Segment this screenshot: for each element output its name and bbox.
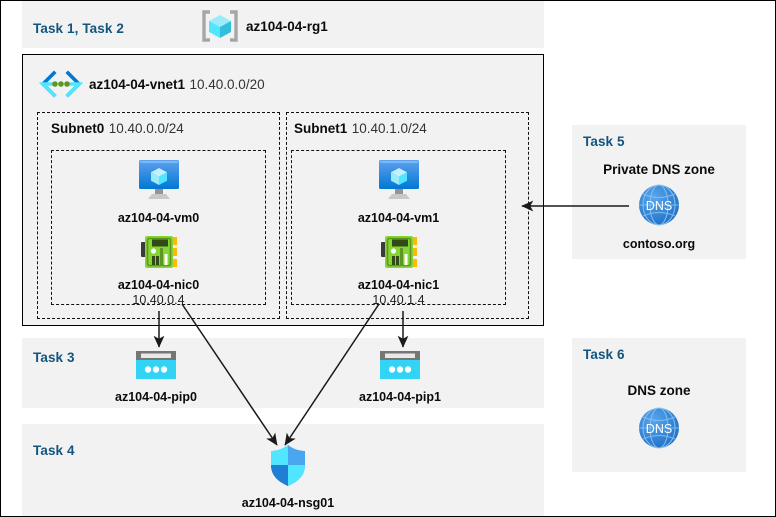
- vnet-cidr: 10.40.0.0/20: [189, 77, 265, 92]
- vnet-container: [22, 54, 544, 326]
- resource-group-name: az104-04-rg1: [246, 19, 328, 34]
- nic-0-label: az104-04-nic0: [117, 278, 200, 292]
- resource-group-band: [22, 1, 544, 48]
- pip-1-label: az104-04-pip1: [359, 390, 441, 404]
- vnet-title: az104-04-vnet1 10.40.0.0/20: [89, 76, 265, 94]
- resource-group-cube-icon: [201, 10, 239, 42]
- nic-0-ip: 10.40.0.4: [132, 293, 185, 307]
- subnet-0-inner-box: [51, 150, 266, 305]
- virtual-machine-icon: [136, 156, 182, 207]
- subnet-1-cidr: 10.40.1.0/24: [351, 121, 427, 136]
- subnet-0-title: Subnet0 10.40.0.0/24: [51, 120, 184, 138]
- resource-group-task-label: Task 1, Task 2: [33, 21, 124, 36]
- pip-1-node: az104-04-pip1: [335, 349, 465, 404]
- pip-0-label: az104-04-pip0: [115, 390, 197, 404]
- subnet-0-name: Subnet0: [51, 121, 105, 136]
- subnet-1-title: Subnet1 10.40.1.0/24: [294, 120, 427, 138]
- vm-1-label: az104-04-vm1: [357, 211, 440, 225]
- dns-globe-icon: DNS: [636, 405, 682, 456]
- subnet-1-inner-box: [291, 150, 506, 305]
- dns-globe-icon: DNS: [636, 182, 682, 233]
- nic-1-label: az104-04-nic1: [357, 278, 440, 292]
- subnet-1-name: Subnet1: [294, 121, 348, 136]
- vm-0-label: az104-04-vm0: [117, 211, 200, 225]
- task-4-label: Task 4: [33, 443, 75, 458]
- vm-1-node: az104-04-vm1: [291, 156, 506, 225]
- network-interface-icon: [379, 234, 419, 275]
- task-6-panel: [572, 338, 746, 472]
- task-6-title: DNS zone: [627, 383, 691, 398]
- public-ip-address-icon: [134, 349, 178, 386]
- dns-icon-text: DNS: [646, 199, 672, 213]
- nsg-node: az104-04-nsg01: [223, 442, 353, 510]
- vnet-brackets-icon: [38, 70, 84, 98]
- network-interface-icon: [139, 234, 179, 275]
- network-security-group-shield-icon: [266, 442, 310, 493]
- nic-0-node: az104-04-nic0 10.40.0.4: [51, 234, 266, 307]
- task-5-label: Task 5: [583, 134, 625, 149]
- task-6-label: Task 6: [583, 347, 625, 362]
- dns-icon-text: DNS: [646, 422, 672, 436]
- private-dns-zone-node: DNS contoso.org: [572, 182, 746, 251]
- dns-zone-node: DNS: [572, 405, 746, 456]
- task-3-label: Task 3: [33, 350, 75, 365]
- task-3-band: [22, 338, 544, 408]
- subnet-0-cidr: 10.40.0.0/24: [108, 121, 184, 136]
- pip-0-node: az104-04-pip0: [91, 349, 221, 404]
- vnet-name: az104-04-vnet1: [89, 77, 186, 92]
- task-5-title: Private DNS zone: [603, 162, 715, 177]
- nic-1-ip: 10.40.1.4: [372, 293, 425, 307]
- public-ip-address-icon: [378, 349, 422, 386]
- virtual-machine-icon: [376, 156, 422, 207]
- private-dns-zone-name: contoso.org: [622, 237, 696, 251]
- nic-1-node: az104-04-nic1 10.40.1.4: [291, 234, 506, 307]
- subnet-1-box: [286, 112, 529, 319]
- nsg-label: az104-04-nsg01: [241, 496, 335, 510]
- vm-0-node: az104-04-vm0: [51, 156, 266, 225]
